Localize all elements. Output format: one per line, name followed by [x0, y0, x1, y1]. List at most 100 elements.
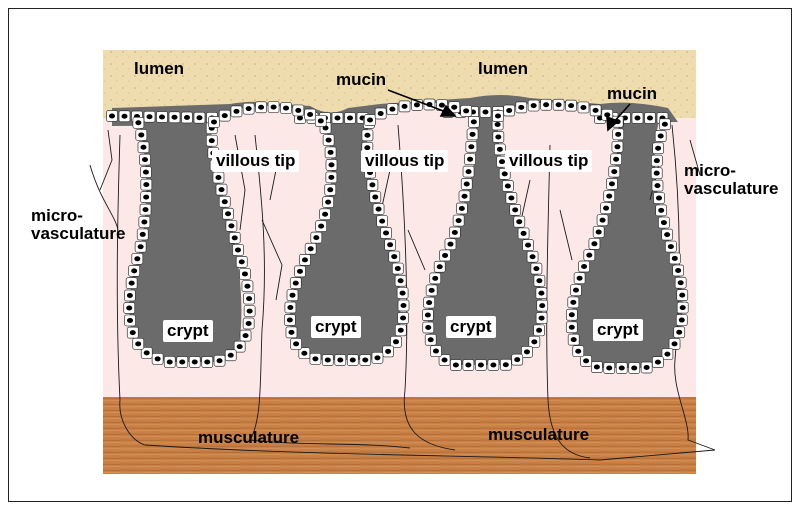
cell-nucleus	[293, 281, 299, 286]
cell-nucleus	[538, 291, 544, 296]
cell-nucleus	[350, 358, 356, 363]
cell-nucleus	[516, 219, 522, 224]
cell-nucleus	[379, 219, 385, 224]
cell-nucleus	[140, 145, 146, 150]
cell-nucleus	[586, 253, 592, 258]
cell-nucleus	[505, 183, 511, 188]
cell-nucleus	[143, 207, 149, 212]
cell-nucleus	[402, 104, 408, 109]
cell-nucleus	[318, 224, 324, 229]
cell-nucleus	[503, 362, 509, 367]
cell-nucleus	[539, 303, 545, 308]
cell-nucleus	[570, 300, 576, 305]
cell-nucleus	[135, 341, 141, 346]
cell-nucleus	[609, 181, 615, 186]
cell-nucleus	[432, 276, 438, 281]
cell-nucleus	[239, 259, 245, 264]
label-musculature-right: musculature	[488, 426, 589, 444]
cell-nucleus	[293, 341, 299, 346]
cell-nucleus	[297, 269, 303, 274]
cell-nucleus	[514, 357, 520, 362]
cell-nucleus	[591, 241, 597, 246]
cell-nucleus	[631, 366, 637, 371]
cell-nucleus	[222, 199, 228, 204]
cell-nucleus	[159, 114, 165, 119]
cell-nucleus	[337, 358, 343, 363]
cell-nucleus	[400, 316, 406, 321]
label-crypt-1: crypt	[163, 320, 213, 342]
cell-nucleus	[376, 207, 382, 212]
cell-nucleus	[429, 288, 435, 293]
cell-nucleus	[452, 230, 458, 235]
cell-nucleus	[442, 358, 448, 363]
cell-nucleus	[530, 254, 536, 259]
cell-nucleus	[644, 365, 650, 370]
cell-nucleus	[464, 181, 470, 186]
cell-nucleus	[372, 195, 378, 200]
cell-nucleus	[518, 105, 524, 110]
cell-nucleus	[244, 284, 250, 289]
cell-nucleus	[325, 358, 331, 363]
cell-nucleus	[524, 349, 530, 354]
cell-nucleus	[393, 339, 399, 344]
cell-nucleus	[155, 356, 161, 361]
cell-nucleus	[328, 162, 334, 167]
cell-nucleus	[307, 112, 313, 117]
cell-nucleus	[539, 316, 545, 321]
cell-nucleus	[179, 360, 185, 365]
label-musculature-left: musculature	[198, 429, 299, 447]
cell-nucleus	[325, 200, 331, 205]
label-crypt-2: crypt	[311, 316, 361, 338]
cell-nucleus	[295, 108, 301, 113]
cell-nucleus	[594, 365, 600, 370]
cell-nucleus	[615, 132, 621, 137]
cell-nucleus	[143, 182, 149, 187]
cell-nucleus	[369, 182, 375, 187]
cell-nucleus	[495, 134, 501, 139]
cell-nucleus	[583, 358, 589, 363]
cell-nucleus	[127, 293, 133, 298]
cell-nucleus	[233, 109, 239, 114]
cell-nucleus	[258, 105, 264, 110]
cell-nucleus	[425, 325, 431, 330]
cell-nucleus	[442, 253, 448, 258]
cell-nucleus	[483, 110, 489, 115]
cell-nucleus	[327, 187, 333, 192]
cell-nucleus	[271, 105, 277, 110]
cell-nucleus	[326, 138, 332, 143]
cell-nucleus	[301, 351, 307, 356]
cell-nucleus	[575, 349, 581, 354]
cell-nucleus	[664, 352, 670, 357]
cell-nucleus	[287, 305, 293, 310]
cell-nucleus	[676, 330, 682, 335]
cell-nucleus	[478, 363, 484, 368]
cell-nucleus	[581, 264, 587, 269]
cell-nucleus	[664, 232, 670, 237]
cell-nucleus	[246, 321, 252, 326]
cell-nucleus	[192, 360, 198, 365]
cell-nucleus	[471, 119, 477, 124]
cell-nucleus	[184, 115, 190, 120]
cell-nucleus	[242, 271, 248, 276]
cell-nucleus	[619, 366, 625, 371]
cell-nucleus	[398, 278, 404, 283]
cell-nucleus	[367, 118, 373, 123]
cell-nucleus	[225, 211, 231, 216]
cell-nucleus	[569, 312, 575, 317]
cell-nucleus	[456, 218, 462, 223]
cell-nucleus	[131, 268, 137, 273]
cell-nucleus	[289, 293, 295, 298]
cell-nucleus	[374, 355, 380, 360]
cell-nucleus	[335, 116, 341, 121]
cell-nucleus	[134, 256, 140, 261]
cell-nucleus	[378, 111, 384, 116]
cell-nucleus	[204, 360, 210, 365]
cell-nucleus	[495, 114, 501, 119]
cell-nucleus	[468, 144, 474, 149]
cell-nucleus	[453, 363, 459, 368]
cell-nucleus	[312, 356, 318, 361]
cell-nucleus	[109, 114, 115, 119]
cell-nucleus	[219, 187, 225, 192]
cell-nucleus	[466, 169, 472, 174]
